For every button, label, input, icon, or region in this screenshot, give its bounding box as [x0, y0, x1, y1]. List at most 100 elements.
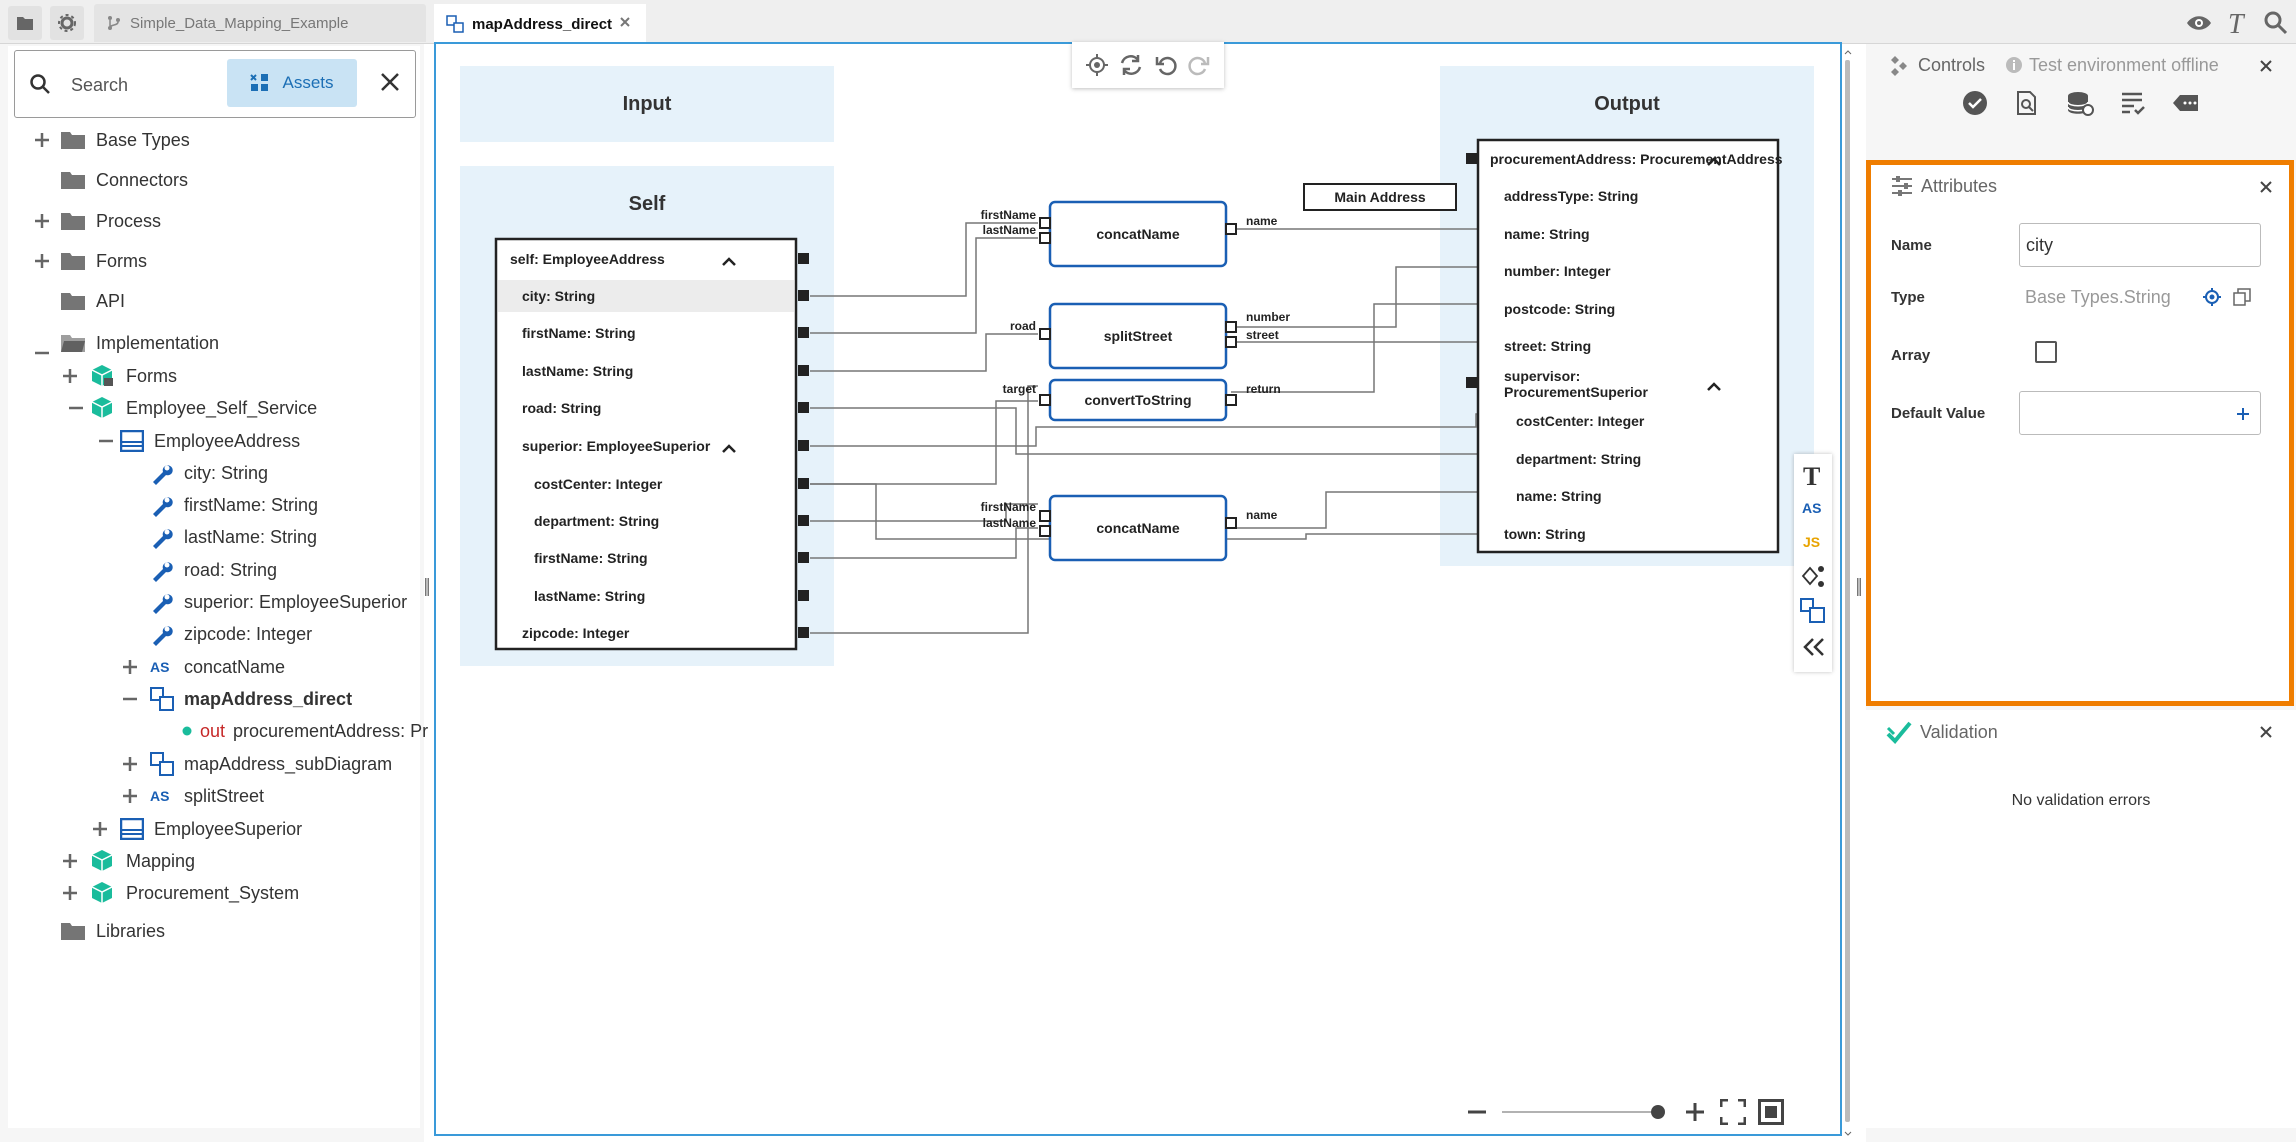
self-row[interactable]: lastName: String: [522, 363, 633, 379]
output-row[interactable]: ProcurementSuperior: [1504, 384, 1648, 400]
function-convert-to-string[interactable]: convertToString target return: [1003, 378, 1281, 422]
tree-item[interactable]: Process: [60, 206, 161, 236]
list-check-icon[interactable]: [2120, 90, 2146, 116]
settings-button[interactable]: [50, 6, 84, 40]
tree-item[interactable]: firstName: String: [150, 490, 318, 520]
collapse-icon[interactable]: [120, 689, 140, 709]
zoom-slider[interactable]: [1502, 1101, 1672, 1123]
self-ports[interactable]: [798, 253, 809, 638]
output-row[interactable]: number: Integer: [1504, 263, 1611, 279]
tree-item[interactable]: EmployeeAddress: [120, 426, 300, 456]
name-input[interactable]: city: [2019, 223, 2261, 267]
main-address-constant[interactable]: Main Address: [1303, 183, 1457, 211]
collapse-chevron-icon[interactable]: [722, 444, 736, 453]
tag-icon[interactable]: [2172, 90, 2200, 116]
right-splitter[interactable]: [1856, 44, 1862, 1142]
text-tool-icon[interactable]: T: [1803, 462, 1821, 491]
close-controls-icon[interactable]: [2258, 58, 2274, 74]
diagram-canvas[interactable]: Input Self Output self:: [434, 42, 1842, 1136]
collapse-chevron-icon[interactable]: [722, 257, 736, 266]
output-row[interactable]: town: String: [1504, 526, 1586, 542]
self-row[interactable]: road: String: [522, 400, 601, 416]
tree-item[interactable]: zipcode: Integer: [150, 619, 312, 649]
tab-map-address-direct[interactable]: mapAddress_direct: [434, 4, 646, 44]
tree-item[interactable]: EmployeeSuperior: [120, 814, 302, 844]
expand-icon[interactable]: [32, 251, 52, 271]
tree-item[interactable]: API: [60, 286, 125, 316]
database-icon[interactable]: [2066, 90, 2094, 116]
assets-button[interactable]: Assets: [227, 59, 357, 107]
output-row[interactable]: costCenter: Integer: [1516, 413, 1645, 429]
collapse-chevron-icon[interactable]: [1707, 382, 1721, 391]
expand-icon[interactable]: [60, 883, 80, 903]
self-row[interactable]: firstName: String: [522, 325, 636, 341]
default-value-input[interactable]: [2019, 391, 2261, 435]
self-row[interactable]: zipcode: Integer: [522, 625, 630, 641]
clear-search-icon[interactable]: [379, 71, 401, 93]
undo-icon[interactable]: [1154, 53, 1178, 77]
tree-item[interactable]: Implementation: [60, 328, 219, 358]
self-row[interactable]: costCenter: Integer: [534, 476, 663, 492]
self-row[interactable]: lastName: String: [534, 588, 645, 604]
output-node[interactable]: procurementAddress: ProcurementAddress a…: [1466, 138, 1783, 554]
tree-item[interactable]: superior: EmployeeSuperior: [150, 587, 407, 617]
tree-item[interactable]: Mapping: [90, 846, 195, 876]
function-concat-name-2[interactable]: concatName firstName lastName name: [981, 494, 1278, 562]
tree-item[interactable]: Employee_Self_Service: [90, 393, 317, 423]
expand-icon[interactable]: [120, 657, 140, 677]
decision-tool-icon[interactable]: [1800, 564, 1826, 588]
tree-item[interactable]: lastName: String: [150, 522, 317, 552]
output-ports[interactable]: [1466, 153, 1477, 388]
self-row[interactable]: department: String: [534, 513, 659, 529]
zoom-out-icon[interactable]: [1466, 1101, 1488, 1123]
expand-icon[interactable]: [120, 786, 140, 806]
canvas-scrollbar[interactable]: [1843, 50, 1852, 1136]
check-circle-icon[interactable]: [1962, 90, 1988, 116]
tree-item[interactable]: Connectors: [60, 165, 188, 195]
collapse-icon[interactable]: [96, 431, 116, 451]
expand-icon[interactable]: [32, 130, 52, 150]
tree-item[interactable]: mapAddress_subDiagram: [150, 749, 392, 779]
close-tab-icon[interactable]: [618, 15, 632, 29]
locate-icon[interactable]: [1085, 53, 1109, 77]
array-checkbox[interactable]: [2035, 341, 2057, 363]
document-search-icon[interactable]: [2014, 90, 2040, 116]
close-attributes-icon[interactable]: [2258, 179, 2274, 195]
output-row[interactable]: department: String: [1516, 451, 1641, 467]
search-input[interactable]: Search: [71, 75, 129, 95]
function-concat-name-1[interactable]: concatName firstName lastName name: [981, 200, 1278, 268]
tree-item[interactable]: Base Types: [60, 125, 190, 155]
collapse-chevron-icon[interactable]: [1707, 157, 1721, 166]
subdiagram-tool-icon[interactable]: [1800, 598, 1826, 624]
expand-icon[interactable]: [120, 754, 140, 774]
tree-item[interactable]: city: String: [150, 458, 268, 488]
add-icon[interactable]: [2236, 407, 2250, 421]
tree-item[interactable]: Forms: [60, 246, 147, 276]
output-row[interactable]: postcode: String: [1504, 301, 1615, 317]
zoom-in-icon[interactable]: [1684, 1101, 1706, 1123]
locate-type-icon[interactable]: [2203, 288, 2221, 306]
javascript-tool-icon[interactable]: JS: [1803, 534, 1821, 550]
fit-screen-icon[interactable]: [1720, 1099, 1746, 1125]
expand-icon[interactable]: [60, 851, 80, 871]
close-validation-icon[interactable]: [2258, 724, 2274, 740]
self-row[interactable]: firstName: String: [534, 550, 648, 566]
redo-icon[interactable]: [1187, 53, 1211, 77]
collapse-toolbar-icon[interactable]: [1802, 636, 1826, 658]
expand-icon[interactable]: [90, 819, 110, 839]
action-script-tool-icon[interactable]: AS: [1802, 500, 1822, 516]
search-icon[interactable]: [2264, 11, 2288, 35]
folder-button[interactable]: [8, 6, 42, 40]
output-row[interactable]: name: String: [1504, 226, 1590, 242]
output-row[interactable]: street: String: [1504, 338, 1591, 354]
self-node[interactable]: self: EmployeeAddress city: String first…: [494, 237, 809, 651]
expand-icon[interactable]: [60, 366, 80, 386]
text-format-icon[interactable]: T: [2226, 9, 2250, 37]
collapse-icon[interactable]: [66, 398, 86, 418]
tree-item[interactable]: Libraries: [60, 916, 165, 946]
left-splitter[interactable]: [424, 44, 430, 1142]
eye-icon[interactable]: [2186, 14, 2212, 32]
tab-project[interactable]: Simple_Data_Mapping_Example: [94, 4, 426, 42]
collapse-icon[interactable]: [32, 343, 52, 363]
